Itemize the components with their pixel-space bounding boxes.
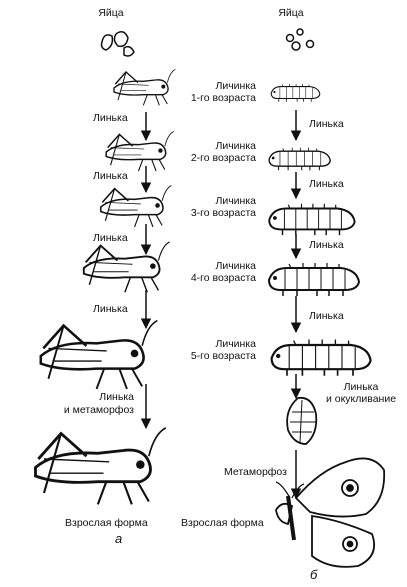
larva-5-line-1: Личинка — [180, 338, 256, 350]
larva-4-line-2: 4-го возраста — [180, 272, 256, 284]
left-moult-label-1: Линька — [93, 112, 128, 124]
left-eggs-label: Яйца — [96, 7, 126, 19]
right-moult-label-4: Линька — [309, 310, 344, 322]
grasshopper-stage-5-drawing — [41, 321, 158, 389]
moth-drawing — [276, 458, 384, 566]
pupa-drawing — [287, 398, 316, 444]
caterpillar-stage-5-drawing — [272, 340, 371, 376]
caterpillar-stage-1-drawing — [271, 84, 320, 102]
left-moult-label-4: Линька — [93, 303, 128, 315]
right-moult-label-1: Линька — [309, 118, 344, 130]
metamorphosis-label: Метаморфоз — [224, 466, 287, 478]
caterpillar-stage-3-drawing — [269, 204, 355, 235]
right-eggs-label: Яйца — [276, 7, 306, 19]
right-panel-label: б — [310, 569, 317, 581]
larva-1-line-1: Личинка — [180, 80, 256, 92]
larva-3-line-1: Личинка — [180, 195, 256, 207]
right-eggs-drawing — [287, 29, 314, 50]
larva-2-line-2: 2-го возраста — [180, 152, 256, 164]
right-moult-label-3: Линька — [309, 239, 344, 251]
larva-3-line-2: 3-го возраста — [180, 207, 256, 219]
pupation-line-2: и окукливание — [316, 393, 406, 405]
larva-2-line-1: Личинка — [180, 140, 256, 152]
caterpillar-stage-4-drawing — [269, 263, 359, 296]
left-final-moult-line-1: Линька — [48, 391, 134, 403]
grasshopper-stage-2-drawing — [106, 131, 173, 171]
left-moult-label-3: Линька — [93, 232, 128, 244]
left-final-moult-line-2: и метаморфоз — [48, 404, 134, 416]
pupation-line-1: Линька — [316, 381, 406, 393]
larva-1-line-2: 1-го возраста — [180, 92, 256, 104]
left-moult-label-2: Линька — [93, 170, 128, 182]
grasshopper-adult-drawing — [36, 428, 166, 505]
grasshopper-stage-3-drawing — [101, 186, 172, 227]
grasshopper-stage-1-drawing — [114, 69, 175, 105]
grasshopper-stage-4-drawing — [84, 242, 170, 292]
left-eggs-drawing — [102, 32, 135, 56]
larva-5-line-2: 5-го возраста — [180, 350, 256, 362]
right-adult-label: Взрослая форма — [181, 517, 264, 529]
left-adult-label: Взрослая форма — [65, 517, 148, 529]
left-panel-label: а — [115, 533, 122, 545]
larva-4-line-1: Личинка — [180, 260, 256, 272]
caterpillar-stage-2-drawing — [269, 148, 330, 170]
right-moult-label-2: Линька — [309, 178, 344, 190]
